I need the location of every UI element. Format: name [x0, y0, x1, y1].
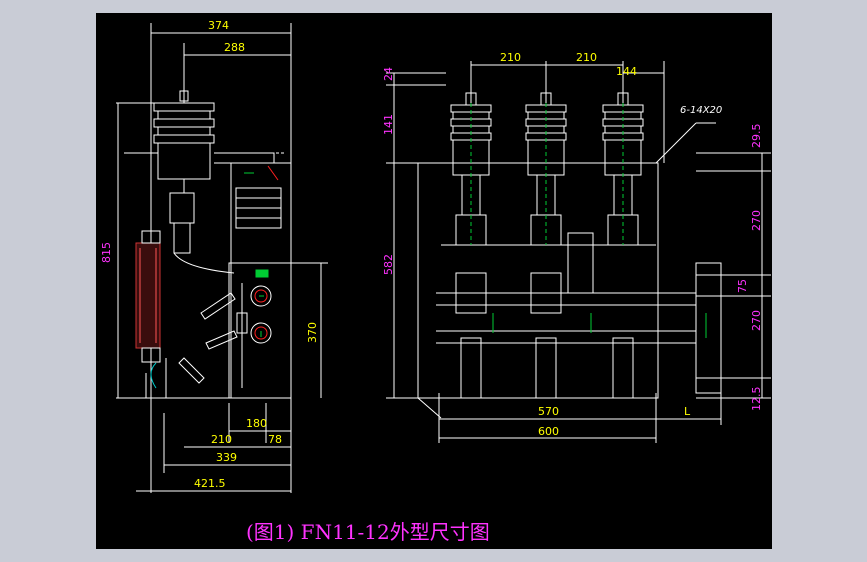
- drawing-canvas: 374 288 180 210 78 339 421.5 815 370 210…: [96, 13, 772, 549]
- dim-288: 288: [224, 41, 245, 54]
- dim-29-5: 29.5: [750, 124, 763, 149]
- dim-l: L: [684, 405, 691, 418]
- hole-note: 6-14X20: [680, 105, 722, 116]
- dim-370: 370: [306, 322, 319, 343]
- dim-24: 24: [382, 67, 395, 81]
- dim-144: 144: [616, 65, 637, 78]
- dim-570: 570: [538, 405, 559, 418]
- dim-270-b: 270: [750, 310, 763, 331]
- dim-75: 75: [736, 279, 749, 293]
- side-view: [116, 23, 328, 493]
- drawing-caption: (图1) FN11-12外型尺寸图: [246, 520, 490, 544]
- dim-421-5: 421.5: [194, 477, 226, 490]
- dim-339: 339: [216, 451, 237, 464]
- dim-210-b: 210: [576, 51, 597, 64]
- dim-582: 582: [382, 254, 395, 275]
- dim-374: 374: [208, 19, 229, 32]
- dim-12-5: 12.5: [750, 387, 763, 412]
- technical-drawing: 374 288 180 210 78 339 421.5 815 370 210…: [100, 19, 771, 544]
- dim-815: 815: [100, 242, 113, 263]
- dim-210-side: 210: [211, 433, 232, 446]
- dim-600: 600: [538, 425, 559, 438]
- dim-270-a: 270: [750, 210, 763, 231]
- dim-180: 180: [246, 417, 267, 430]
- dim-210-a: 210: [500, 51, 521, 64]
- dim-141: 141: [382, 114, 395, 135]
- dim-78: 78: [268, 433, 282, 446]
- front-view: [386, 61, 771, 443]
